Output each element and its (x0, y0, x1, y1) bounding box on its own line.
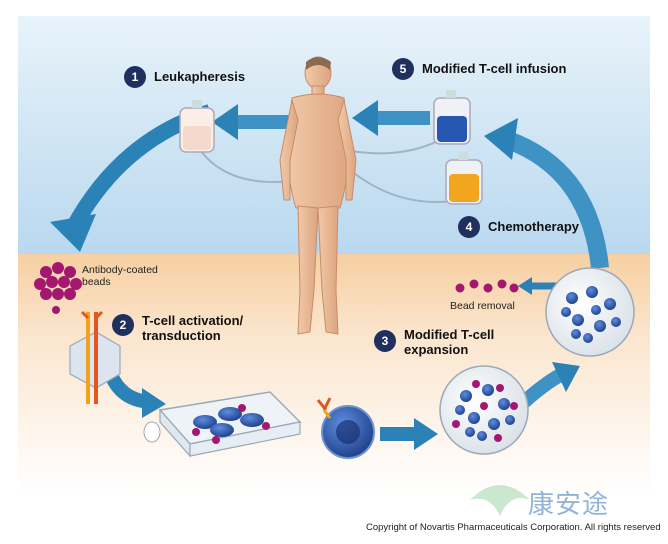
arrowhead-bead-removal (518, 277, 532, 295)
arrowhead-to-flask (142, 388, 166, 418)
step-2-label: T-cell activation/ transduction (142, 313, 244, 343)
arrow-expansion-to-infusion (504, 131, 609, 269)
bead-removal-label: Bead removal (450, 300, 515, 312)
copyright-notice: Copyright of Novartis Pharmaceuticals Co… (366, 522, 661, 533)
watermark-logo-icon (470, 485, 530, 516)
beads-label: Antibody-coated beads (82, 264, 158, 289)
bead-removal-sphere (545, 267, 635, 357)
watermark-text: 康安途 (528, 490, 610, 520)
tube-right-2 (344, 139, 441, 155)
step-3-badge: 3 (374, 330, 396, 352)
removed-beads (455, 279, 519, 293)
step-1-badge: 1 (124, 66, 146, 88)
arrowhead-to-removal (552, 362, 580, 392)
step-2-badge: 2 (112, 314, 134, 336)
arrowhead-leuka (50, 214, 96, 252)
arrowhead-to-bag (212, 104, 238, 140)
arrowhead-to-expansion (414, 418, 438, 450)
step-4-label: Chemotherapy (488, 219, 580, 234)
human-hair (306, 57, 331, 70)
arrowhead-to-human (352, 100, 378, 136)
tcell-infusion-bag (433, 90, 471, 145)
tcell-activation-crystal (69, 310, 121, 404)
expansion-sphere (439, 365, 529, 455)
leukapheresis-bag (179, 100, 215, 153)
step-1-label: Leukapheresis (154, 69, 246, 84)
antibody-beads-cluster (34, 262, 82, 314)
step-4-badge: 4 (458, 216, 480, 238)
arrowhead-to-infusion (484, 118, 518, 160)
step-5-label: Modified T-cell infusion (422, 61, 567, 76)
chemotherapy-bag (445, 152, 483, 205)
culture-flask (143, 391, 302, 458)
modified-tcell (316, 397, 375, 459)
step-3-label: Modified T-cell expansion (404, 327, 495, 357)
step-5-badge: 5 (392, 58, 414, 80)
